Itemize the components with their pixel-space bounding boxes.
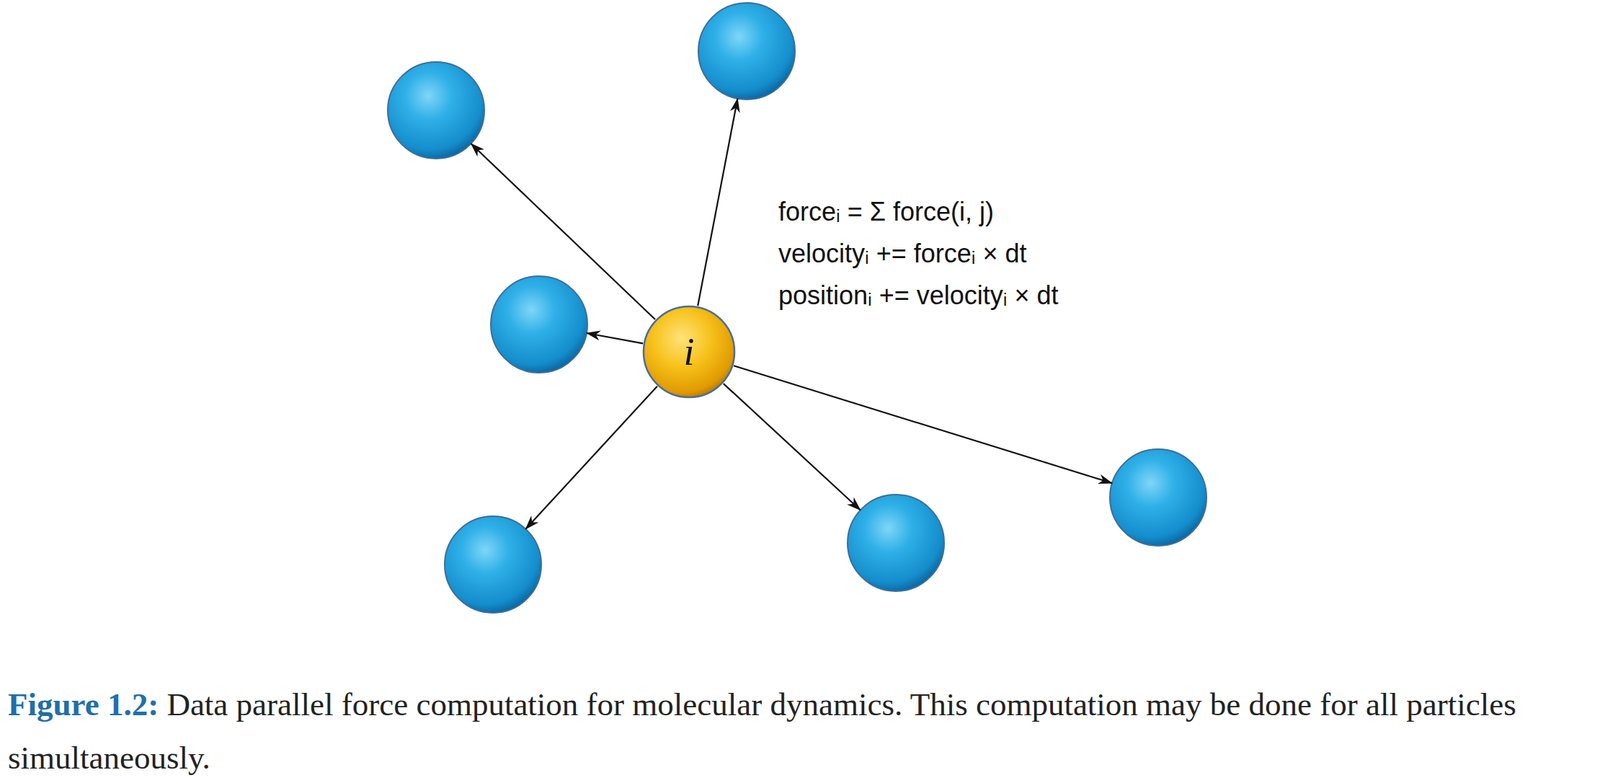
particle xyxy=(387,61,485,159)
particles xyxy=(387,2,1207,613)
particle-node: i xyxy=(642,304,736,399)
force-arrow xyxy=(723,383,861,510)
force-arrow xyxy=(586,332,643,344)
formula-line: velocityᵢ += forceᵢ × dt xyxy=(778,237,1028,269)
force-arrow xyxy=(733,365,1113,483)
formula-line: forceᵢ = Σ force(i, j) xyxy=(778,196,994,228)
particle xyxy=(444,516,542,613)
force-arrow xyxy=(697,98,738,306)
figure-caption: Figure 1.2: Data parallel force computat… xyxy=(7,677,1594,783)
particle xyxy=(847,494,945,591)
caption-number: Figure 1.2: xyxy=(7,686,159,723)
particle xyxy=(490,276,588,373)
particle xyxy=(698,2,795,100)
force-arrows xyxy=(471,98,1113,530)
force-arrow xyxy=(471,143,656,320)
particle-index: i xyxy=(683,329,695,375)
particle-circle xyxy=(643,306,735,398)
formula-line: positionᵢ += velocityᵢ × dt xyxy=(778,279,1059,311)
particle xyxy=(1109,449,1207,546)
caption-body: Data parallel force computation for mole… xyxy=(7,686,1517,776)
force-arrow xyxy=(525,386,658,530)
